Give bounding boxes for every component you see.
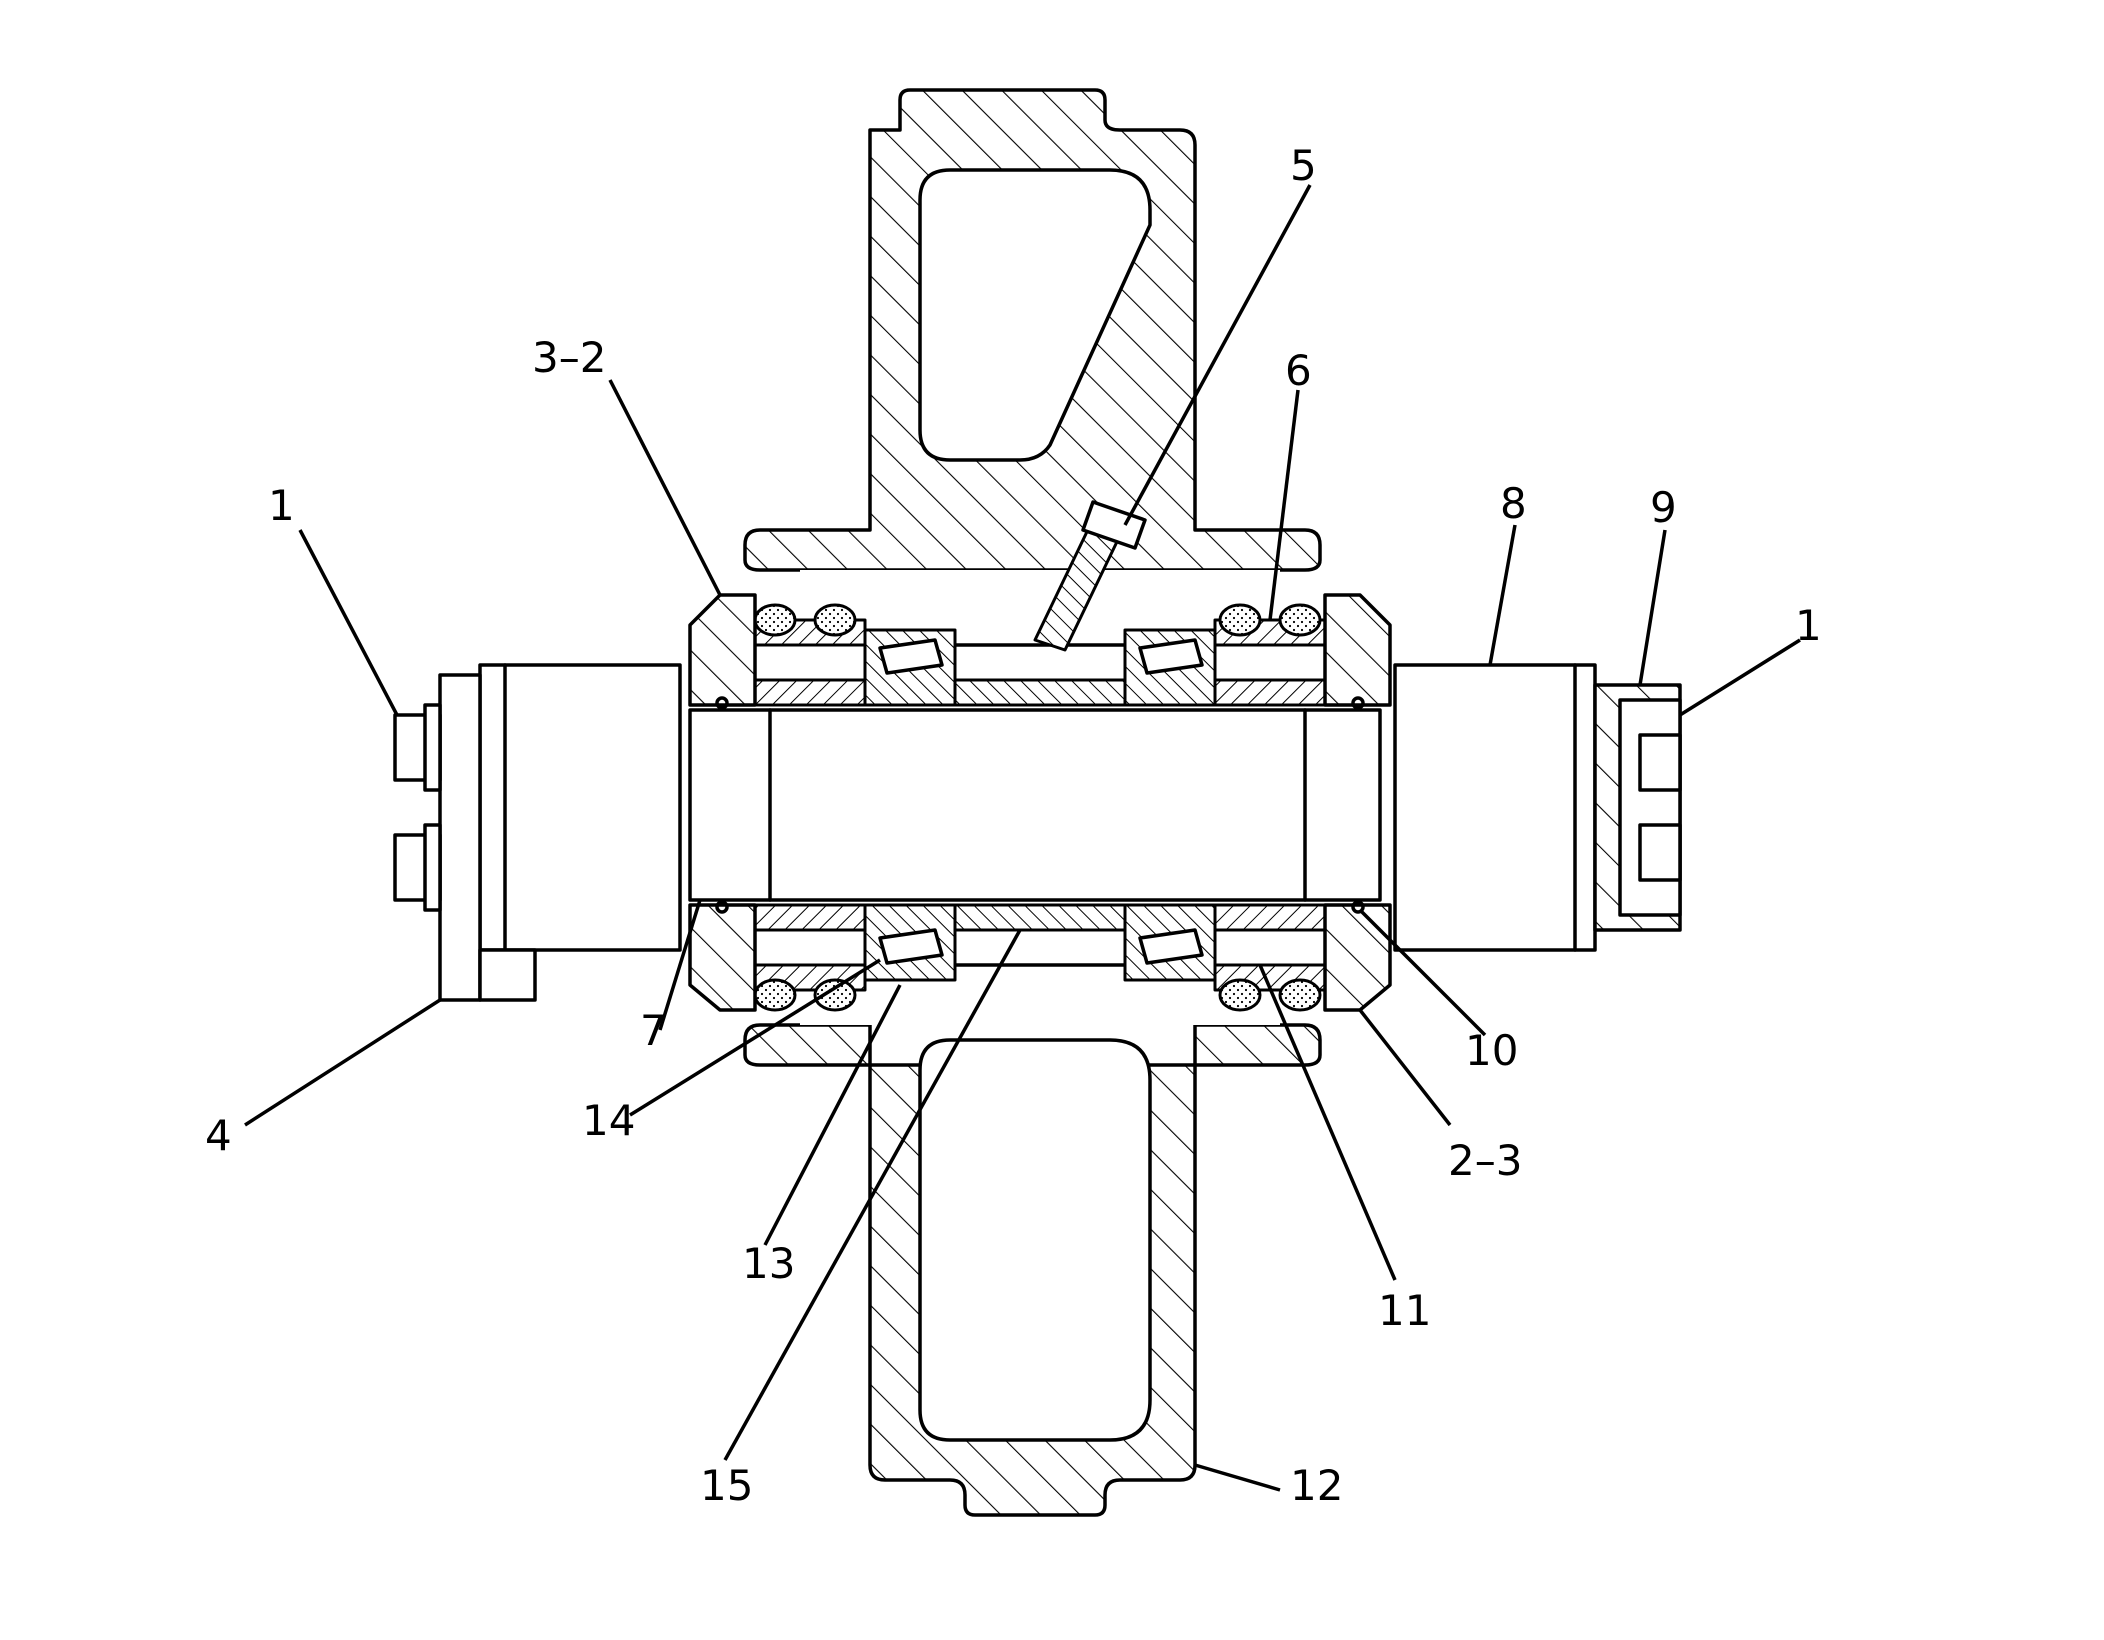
callout-3-2: 3–2 — [532, 333, 606, 382]
callout-8: 8 — [1500, 479, 1527, 528]
leader-13 — [763, 984, 902, 1246]
tapered-bearings — [863, 628, 1217, 982]
leader-5 — [1123, 184, 1312, 526]
callout-7: 7 — [640, 1006, 667, 1055]
leader-7 — [658, 899, 702, 1031]
callout-5: 5 — [1290, 141, 1317, 190]
callout-4: 4 — [205, 1111, 232, 1160]
seal-groups — [753, 603, 1327, 1012]
collars — [688, 593, 1392, 1012]
right-bracket — [1393, 663, 1682, 952]
shaft — [688, 708, 1382, 902]
leader-lines — [244, 184, 1801, 1492]
leader-2-3 — [1358, 1008, 1452, 1127]
leader-11 — [1258, 964, 1397, 1281]
leader-8 — [1488, 524, 1517, 666]
leader-9 — [1638, 529, 1667, 686]
leader-3-2 — [608, 379, 722, 596]
callout-13: 13 — [742, 1239, 795, 1288]
leader-10 — [1358, 908, 1487, 1037]
leader-6 — [1268, 389, 1300, 621]
callout-6: 6 — [1285, 346, 1312, 395]
leader-15 — [723, 929, 1022, 1461]
callout-15: 15 — [700, 1461, 753, 1510]
leader-4 — [244, 998, 441, 1127]
callout-10: 10 — [1465, 1026, 1518, 1075]
callout-2-3: 2–3 — [1448, 1136, 1522, 1185]
callout-labels: 1 3–2 5 6 8 9 1 4 7 14 13 15 12 11 2–3 1… — [205, 141, 1822, 1510]
fill-plug — [1033, 500, 1147, 652]
callout-12: 12 — [1290, 1461, 1343, 1510]
callout-14: 14 — [582, 1096, 635, 1145]
leader-1-left — [298, 529, 399, 716]
callout-1-left: 1 — [268, 481, 295, 530]
left-bracket — [393, 663, 682, 1002]
leader-1-right — [1679, 638, 1801, 717]
leader-12 — [1194, 1463, 1281, 1492]
callout-11: 11 — [1378, 1286, 1431, 1335]
leader-14 — [629, 958, 881, 1117]
callout-1-right: 1 — [1795, 601, 1822, 650]
callout-9: 9 — [1650, 483, 1677, 532]
